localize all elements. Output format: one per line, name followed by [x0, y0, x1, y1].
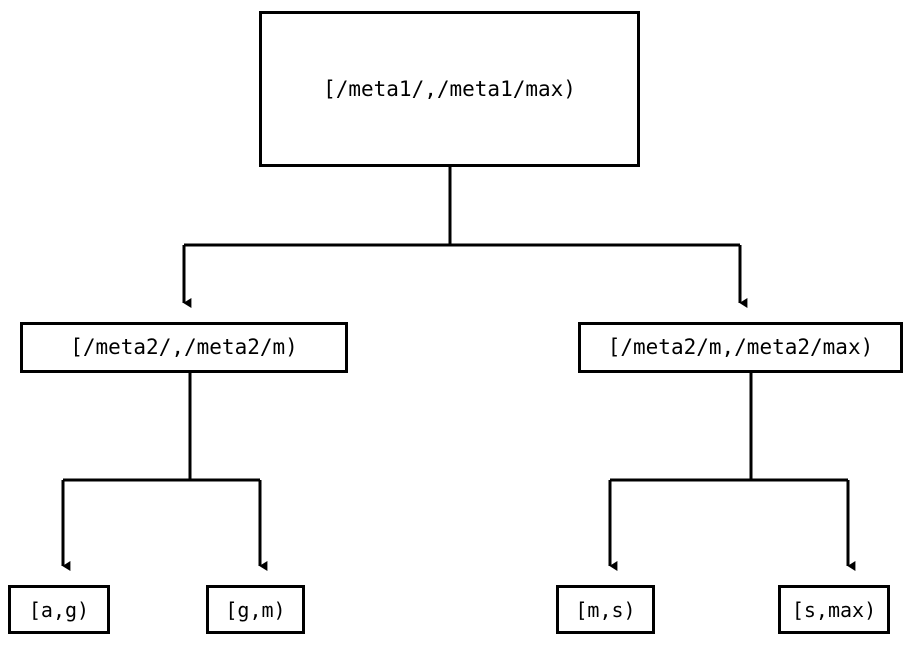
node-root-label: [/meta1/,/meta1/max): [323, 76, 576, 101]
node-root[interactable]: [/meta1/,/meta1/max): [259, 11, 640, 167]
node-leaf-4[interactable]: [s,max): [778, 585, 890, 634]
node-leaf-4-label: [s,max): [791, 597, 877, 622]
edge-mid-left-to-leaves: [61, 373, 268, 571]
node-leaf-2-label: [g,m): [225, 597, 286, 622]
node-leaf-3[interactable]: [m,s): [556, 585, 655, 634]
edge-mid-right-to-leaves: [608, 373, 856, 571]
node-leaf-3-label: [m,s): [575, 597, 636, 622]
node-leaf-2[interactable]: [g,m): [206, 585, 305, 634]
node-mid-left[interactable]: [/meta2/,/meta2/m): [20, 322, 348, 373]
node-leaf-1-label: [a,g): [28, 597, 90, 622]
node-leaf-1[interactable]: [a,g): [8, 585, 110, 634]
node-mid-left-label: [/meta2/,/meta2/m): [70, 335, 298, 359]
edge-root-to-mid-level: [182, 167, 748, 308]
node-mid-right-label: [/meta2/m,/meta2/max): [607, 335, 874, 359]
node-mid-right[interactable]: [/meta2/m,/meta2/max): [578, 322, 903, 373]
